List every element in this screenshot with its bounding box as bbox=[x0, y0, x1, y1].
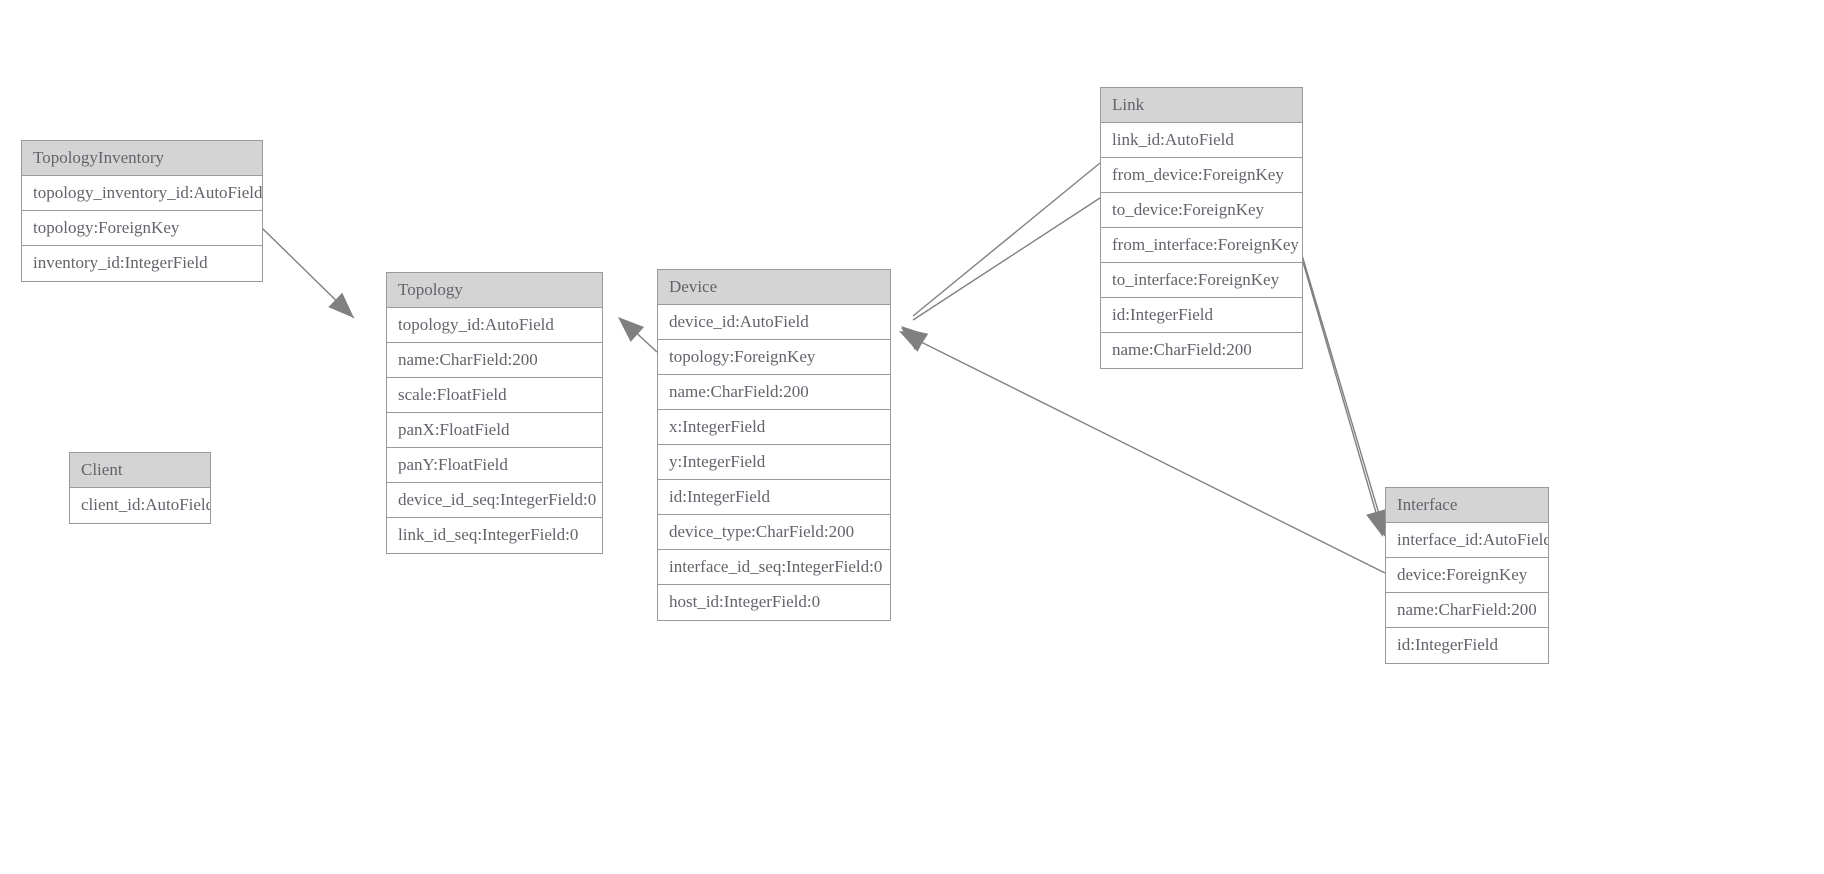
entity-topology-field-5[interactable]: device_id_seq:IntegerField:0 bbox=[387, 483, 602, 518]
arrowhead-icon bbox=[901, 326, 928, 351]
relationship-line bbox=[1302, 261, 1380, 524]
entity-device-field-6[interactable]: device_type:CharField:200 bbox=[658, 515, 890, 550]
entity-device-field-4[interactable]: y:IntegerField bbox=[658, 445, 890, 480]
relationship-topologyinventory-topology bbox=[261, 227, 355, 319]
entity-device-field-1[interactable]: topology:ForeignKey bbox=[658, 340, 890, 375]
arrowhead-icon bbox=[901, 328, 929, 351]
relationship-line bbox=[1295, 234, 1383, 525]
entity-topology-field-3[interactable]: panX:FloatField bbox=[387, 413, 602, 448]
entity-device-field-0[interactable]: device_id:AutoField bbox=[658, 305, 890, 340]
relationship-link-from-interface bbox=[1295, 234, 1388, 538]
entity-device-field-3[interactable]: x:IntegerField bbox=[658, 410, 890, 445]
entity-topology-field-4[interactable]: panY:FloatField bbox=[387, 448, 602, 483]
entity-device-field-8[interactable]: host_id:IntegerField:0 bbox=[658, 585, 890, 620]
relationship-link-from-device bbox=[901, 162, 1101, 351]
entity-link-title: Link bbox=[1101, 88, 1302, 123]
entity-topology-title: Topology bbox=[387, 273, 602, 308]
arrowhead-icon bbox=[899, 331, 927, 352]
relationship-line bbox=[912, 197, 1101, 321]
entity-topology_inventory-field-2[interactable]: inventory_id:IntegerField bbox=[22, 246, 262, 281]
entity-topology-field-0[interactable]: topology_id:AutoField bbox=[387, 308, 602, 343]
entity-client-title: Client bbox=[70, 453, 210, 488]
relationship-device-topology bbox=[618, 317, 658, 353]
entity-link-field-2[interactable]: to_device:ForeignKey bbox=[1101, 193, 1302, 228]
entity-device-field-5[interactable]: id:IntegerField bbox=[658, 480, 890, 515]
arrowhead-icon bbox=[618, 317, 645, 342]
relationship-line bbox=[629, 326, 658, 353]
entity-interface-field-1[interactable]: device:ForeignKey bbox=[1386, 558, 1548, 593]
entity-interface-title: Interface bbox=[1386, 488, 1548, 523]
entity-interface-field-3[interactable]: id:IntegerField bbox=[1386, 628, 1548, 663]
entity-topology-field-2[interactable]: scale:FloatField bbox=[387, 378, 602, 413]
entity-device-field-2[interactable]: name:CharField:200 bbox=[658, 375, 890, 410]
relationship-line bbox=[912, 162, 1101, 317]
entity-client-field-0[interactable]: client_id:AutoField bbox=[70, 488, 210, 523]
entity-device-title: Device bbox=[658, 270, 890, 305]
entity-interface-field-2[interactable]: name:CharField:200 bbox=[1386, 593, 1548, 628]
entity-topology-field-6[interactable]: link_id_seq:IntegerField:0 bbox=[387, 518, 602, 553]
entity-link-field-6[interactable]: name:CharField:200 bbox=[1101, 333, 1302, 368]
entity-link-field-3[interactable]: from_interface:ForeignKey bbox=[1101, 228, 1302, 263]
entity-topology-field-1[interactable]: name:CharField:200 bbox=[387, 343, 602, 378]
relationship-line bbox=[261, 227, 355, 319]
entity-link-field-4[interactable]: to_interface:ForeignKey bbox=[1101, 263, 1302, 298]
entity-link-field-5[interactable]: id:IntegerField bbox=[1101, 298, 1302, 333]
entity-topology_inventory-title: TopologyInventory bbox=[22, 141, 262, 176]
entity-interface-field-0[interactable]: interface_id:AutoField bbox=[1386, 523, 1548, 558]
entity-link-field-1[interactable]: from_device:ForeignKey bbox=[1101, 158, 1302, 193]
entity-topology_inventory-field-0[interactable]: topology_inventory_id:AutoField bbox=[22, 176, 262, 211]
relationship-line bbox=[912, 337, 1386, 574]
entity-link-field-0[interactable]: link_id:AutoField bbox=[1101, 123, 1302, 158]
arrowhead-icon bbox=[328, 292, 354, 318]
relationship-link-to-interface bbox=[1302, 261, 1386, 537]
entity-topology_inventory-field-1[interactable]: topology:ForeignKey bbox=[22, 211, 262, 246]
entity-device-field-7[interactable]: interface_id_seq:IntegerField:0 bbox=[658, 550, 890, 585]
relationship-link-to-device bbox=[901, 197, 1101, 351]
